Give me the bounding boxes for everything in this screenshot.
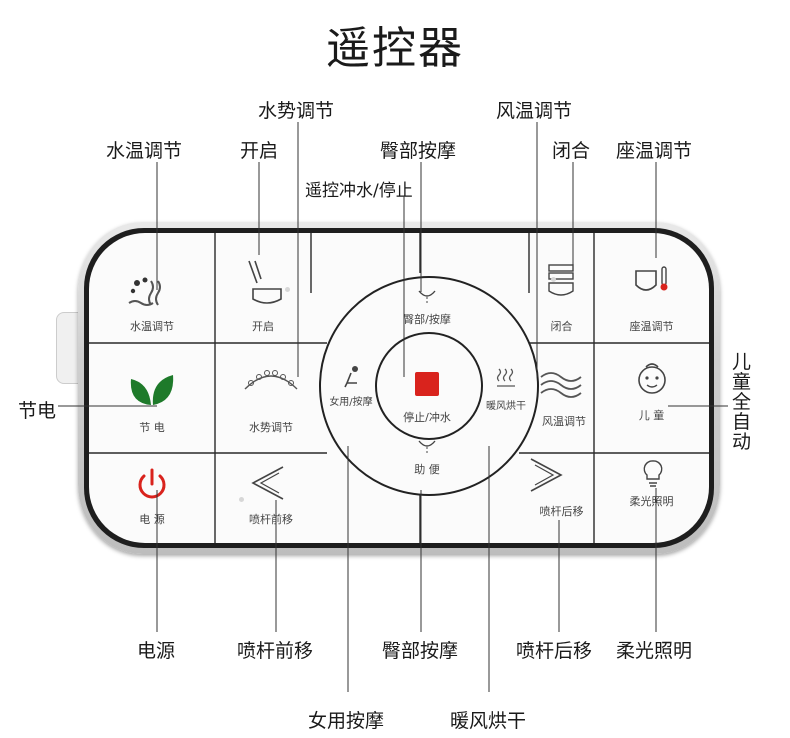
child-face-icon: [638, 363, 666, 394]
remote-control: 水温调节 开启 闭合 座温调节: [56, 222, 720, 554]
warm-dry-button[interactable]: 暖风烘干: [477, 353, 535, 423]
assist-spray-icon: [418, 440, 436, 455]
hip-massage-button[interactable]: 臀部/按摩: [375, 281, 479, 333]
water-pressure-button[interactable]: 水势调节: [215, 343, 327, 453]
lid-close-icon: [548, 264, 574, 296]
callout-seat-temp: 座温调节: [616, 140, 693, 162]
air-temp-button[interactable]: 风温调节: [519, 343, 594, 453]
callout-water-temp: 水温调节: [106, 140, 183, 162]
light-bulb-icon: [643, 460, 663, 487]
open-label: 开启: [252, 320, 274, 333]
seat-temp-label: 座温调节: [629, 320, 674, 333]
water-pressure-icon: [244, 370, 298, 390]
hip-spray-icon: [418, 290, 436, 305]
remote-face: 水温调节 开启 闭合 座温调节: [89, 233, 709, 543]
air-waves-icon: [540, 372, 582, 398]
close-label: 闭合: [550, 320, 573, 333]
indicator-dot: [551, 277, 556, 282]
callout-water-pressure: 水势调节: [258, 100, 335, 122]
seat-temperature-icon: [635, 266, 668, 291]
warm-dry-label: 暖风烘干: [486, 401, 526, 412]
seat-temp-button[interactable]: 座温调节: [594, 233, 709, 343]
callout-nozzle-backward: 喷杆后移: [516, 640, 593, 662]
nozzle-forward-button[interactable]: 喷杆前移: [215, 453, 327, 543]
close-button[interactable]: 闭合: [529, 233, 594, 343]
lid-open-icon: [248, 260, 282, 304]
callout-power: 电源: [137, 640, 176, 662]
power-label: 电 源: [139, 513, 165, 526]
chevron-right-icon: [530, 458, 563, 492]
open-button[interactable]: 开启: [215, 233, 311, 343]
power-saving-button[interactable]: 节 电: [89, 343, 215, 453]
callout-remote-flush-stop: 遥控冲水/停止: [305, 181, 413, 201]
nozzle-forward-label: 喷杆前移: [249, 513, 293, 526]
callout-child-auto: 儿童全自动: [732, 351, 752, 453]
assist-label: 助 便: [414, 463, 440, 476]
callout-soft-light: 柔光照明: [616, 640, 693, 662]
indicator-dot: [285, 287, 290, 292]
assist-button[interactable]: 助 便: [375, 437, 479, 489]
callout-power-saving: 节电: [18, 400, 57, 422]
water-temperature-icon: [128, 277, 161, 306]
callout-nozzle-forward: 喷杆前移: [237, 640, 314, 662]
soft-light-label: 柔光照明: [629, 495, 674, 508]
power-saving-label: 节 电: [139, 421, 165, 434]
callout-air-temp: 风温调节: [496, 100, 573, 122]
female-label: 女用/按摩: [329, 397, 373, 408]
warm-air-icon: [496, 368, 515, 387]
chevron-left-icon: [251, 466, 284, 500]
child-button[interactable]: 儿 童: [594, 343, 709, 453]
callout-hip-massage-top: 臀部按摩: [380, 140, 457, 162]
leaf-icon: [130, 375, 174, 405]
water-temp-button[interactable]: 水温调节: [89, 233, 215, 343]
power-icon: [138, 468, 166, 499]
air-temp-label: 风温调节: [542, 415, 586, 428]
callout-open: 开启: [240, 140, 279, 162]
nozzle-backward-button[interactable]: 喷杆后移: [489, 453, 594, 543]
hip-label: 臀部/按摩: [403, 313, 451, 326]
page-title: 遥控器: [326, 23, 464, 74]
water-pressure-label: 水势调节: [249, 421, 293, 434]
stop-flush-label: 停止/冲水: [403, 411, 451, 424]
indicator-dot: [239, 497, 244, 502]
female-massage-button[interactable]: 女用/按摩: [321, 353, 381, 423]
power-button[interactable]: 电 源: [89, 453, 215, 543]
callout-hip-massage-bottom: 臀部按摩: [382, 640, 459, 662]
button-grid: [89, 233, 709, 543]
stop-square-icon[interactable]: [415, 372, 439, 396]
water-temp-label: 水温调节: [130, 320, 174, 333]
child-label: 儿 童: [638, 409, 665, 422]
callout-female-massage: 女用按摩: [308, 710, 385, 732]
female-icon: [344, 366, 358, 388]
callout-close: 闭合: [552, 140, 591, 162]
soft-light-button[interactable]: 柔光照明: [594, 453, 709, 543]
callout-warm-dry: 暖风烘干: [450, 710, 527, 732]
nozzle-backward-label: 喷杆后移: [539, 505, 584, 518]
